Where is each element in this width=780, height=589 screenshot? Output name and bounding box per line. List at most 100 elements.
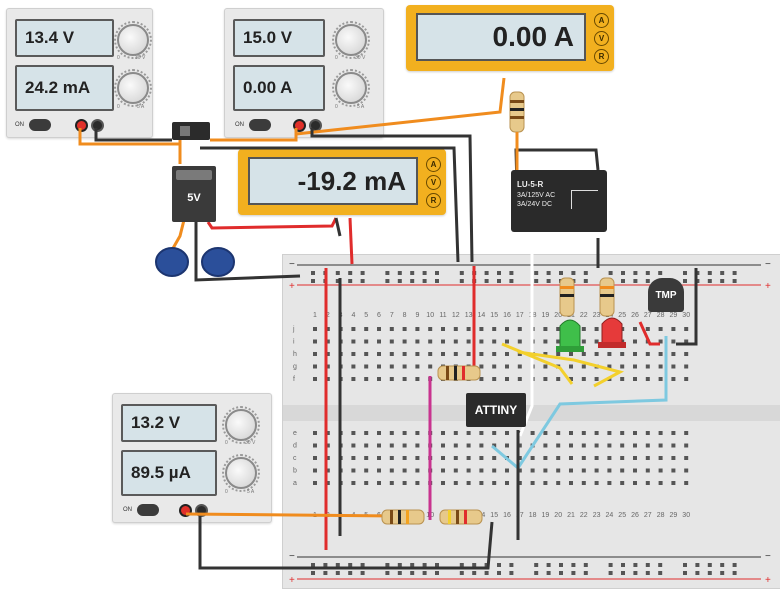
breadboard-hole[interactable]	[410, 279, 415, 283]
breadboard-hole[interactable]	[581, 468, 586, 473]
breadboard-hole[interactable]	[466, 456, 471, 460]
breadboard-hole[interactable]	[338, 443, 343, 448]
breadboard-hole[interactable]	[571, 563, 576, 567]
breadboard-hole[interactable]	[360, 571, 365, 575]
breadboard-hole[interactable]	[530, 468, 535, 473]
breadboard-hole[interactable]	[441, 443, 445, 448]
breadboard-hole[interactable]	[509, 563, 514, 567]
breadboard-hole[interactable]	[684, 468, 689, 473]
breadboard-hole[interactable]	[720, 271, 725, 275]
breadboard-hole[interactable]	[505, 456, 509, 460]
power-switch[interactable]	[137, 504, 159, 516]
breadboard-hole[interactable]	[517, 481, 522, 485]
breadboard-hole[interactable]	[325, 339, 330, 344]
breadboard-hole[interactable]	[633, 481, 637, 485]
breadboard-hole[interactable]	[497, 279, 501, 283]
negative-terminal[interactable]	[91, 119, 104, 132]
breadboard-hole[interactable]	[313, 431, 317, 435]
breadboard-hole[interactable]	[671, 327, 676, 331]
breadboard-hole[interactable]	[351, 456, 356, 460]
breadboard-hole[interactable]	[633, 339, 637, 344]
breadboard-hole[interactable]	[620, 377, 625, 381]
breadboard-hole[interactable]	[402, 377, 407, 381]
breadboard-hole[interactable]	[435, 271, 439, 275]
breadboard-hole[interactable]	[377, 364, 381, 369]
ohmmeter-mode-button[interactable]: R	[426, 193, 441, 208]
breadboard-hole[interactable]	[441, 468, 445, 473]
breadboard-hole[interactable]	[402, 339, 407, 344]
breadboard-hole[interactable]	[671, 481, 676, 485]
breadboard-hole[interactable]	[338, 431, 343, 435]
breadboard-hole[interactable]	[492, 481, 497, 485]
breadboard-hole[interactable]	[684, 481, 689, 485]
breadboard-hole[interactable]	[377, 468, 381, 473]
breadboard-hole[interactable]	[505, 431, 509, 435]
breadboard-hole[interactable]	[569, 364, 573, 369]
breadboard-hole[interactable]	[466, 468, 471, 473]
breadboard-hole[interactable]	[559, 279, 563, 283]
breadboard-hole[interactable]	[608, 571, 613, 575]
breadboard-hole[interactable]	[530, 364, 535, 369]
voltmeter-mode-button[interactable]: V	[594, 31, 609, 46]
breadboard-hole[interactable]	[364, 468, 369, 473]
breadboard-hole[interactable]	[581, 456, 586, 460]
breadboard-hole[interactable]	[484, 271, 489, 275]
breadboard-hole[interactable]	[351, 481, 356, 485]
breadboard-hole[interactable]	[569, 456, 573, 460]
breadboard-hole[interactable]	[484, 571, 489, 575]
breadboard-hole[interactable]	[517, 364, 522, 369]
breadboard-hole[interactable]	[645, 339, 650, 344]
breadboard-hole[interactable]	[351, 468, 356, 473]
breadboard-hole[interactable]	[620, 339, 625, 344]
breadboard-hole[interactable]	[335, 279, 340, 283]
breadboard-hole[interactable]	[707, 571, 712, 575]
ammeter-mode-button[interactable]: A	[594, 13, 609, 28]
breadboard-hole[interactable]	[543, 431, 548, 435]
breadboard-hole[interactable]	[620, 431, 625, 435]
voltage-knob[interactable]	[222, 406, 260, 444]
breadboard-hole[interactable]	[466, 443, 471, 448]
breadboard-hole[interactable]	[543, 377, 548, 381]
breadboard-hole[interactable]	[543, 468, 548, 473]
breadboard-hole[interactable]	[364, 327, 369, 331]
breadboard-hole[interactable]	[671, 468, 676, 473]
breadboard-hole[interactable]	[720, 279, 725, 283]
breadboard-hole[interactable]	[335, 563, 340, 567]
breadboard-hole[interactable]	[658, 443, 663, 448]
breadboard-hole[interactable]	[364, 352, 369, 356]
breadboard-hole[interactable]	[364, 481, 369, 485]
breadboard-hole[interactable]	[402, 327, 407, 331]
breadboard-hole[interactable]	[459, 571, 464, 575]
breadboard-hole[interactable]	[671, 443, 676, 448]
breadboard-hole[interactable]	[484, 279, 489, 283]
breadboard-hole[interactable]	[351, 327, 356, 331]
breadboard-hole[interactable]	[325, 377, 330, 381]
breadboard-hole[interactable]	[453, 327, 458, 331]
breadboard-hole[interactable]	[620, 352, 625, 356]
breadboard-hole[interactable]	[645, 563, 650, 567]
breadboard-hole[interactable]	[479, 339, 484, 344]
breadboard-hole[interactable]	[684, 352, 689, 356]
breadboard-hole[interactable]	[683, 563, 687, 567]
breadboard-hole[interactable]	[530, 352, 535, 356]
attiny-chip[interactable]: ATTINY	[466, 393, 526, 427]
breadboard-hole[interactable]	[377, 327, 381, 331]
breadboard-hole[interactable]	[707, 271, 712, 275]
breadboard-hole[interactable]	[569, 443, 573, 448]
breadboard-hole[interactable]	[479, 431, 484, 435]
breadboard-hole[interactable]	[695, 571, 700, 575]
breadboard-hole[interactable]	[410, 563, 415, 567]
breadboard-hole[interactable]	[645, 377, 650, 381]
breadboard-hole[interactable]	[364, 377, 369, 381]
breadboard-hole[interactable]	[466, 431, 471, 435]
breadboard-hole[interactable]	[633, 563, 638, 567]
breadboard-hole[interactable]	[505, 352, 509, 356]
breadboard-hole[interactable]	[556, 364, 561, 369]
breadboard-hole[interactable]	[441, 481, 445, 485]
breadboard-hole[interactable]	[389, 456, 394, 460]
breadboard-hole[interactable]	[389, 481, 394, 485]
breadboard-hole[interactable]	[428, 468, 433, 473]
breadboard-hole[interactable]	[360, 279, 365, 283]
voltage-regulator[interactable]: 5V	[172, 166, 216, 222]
